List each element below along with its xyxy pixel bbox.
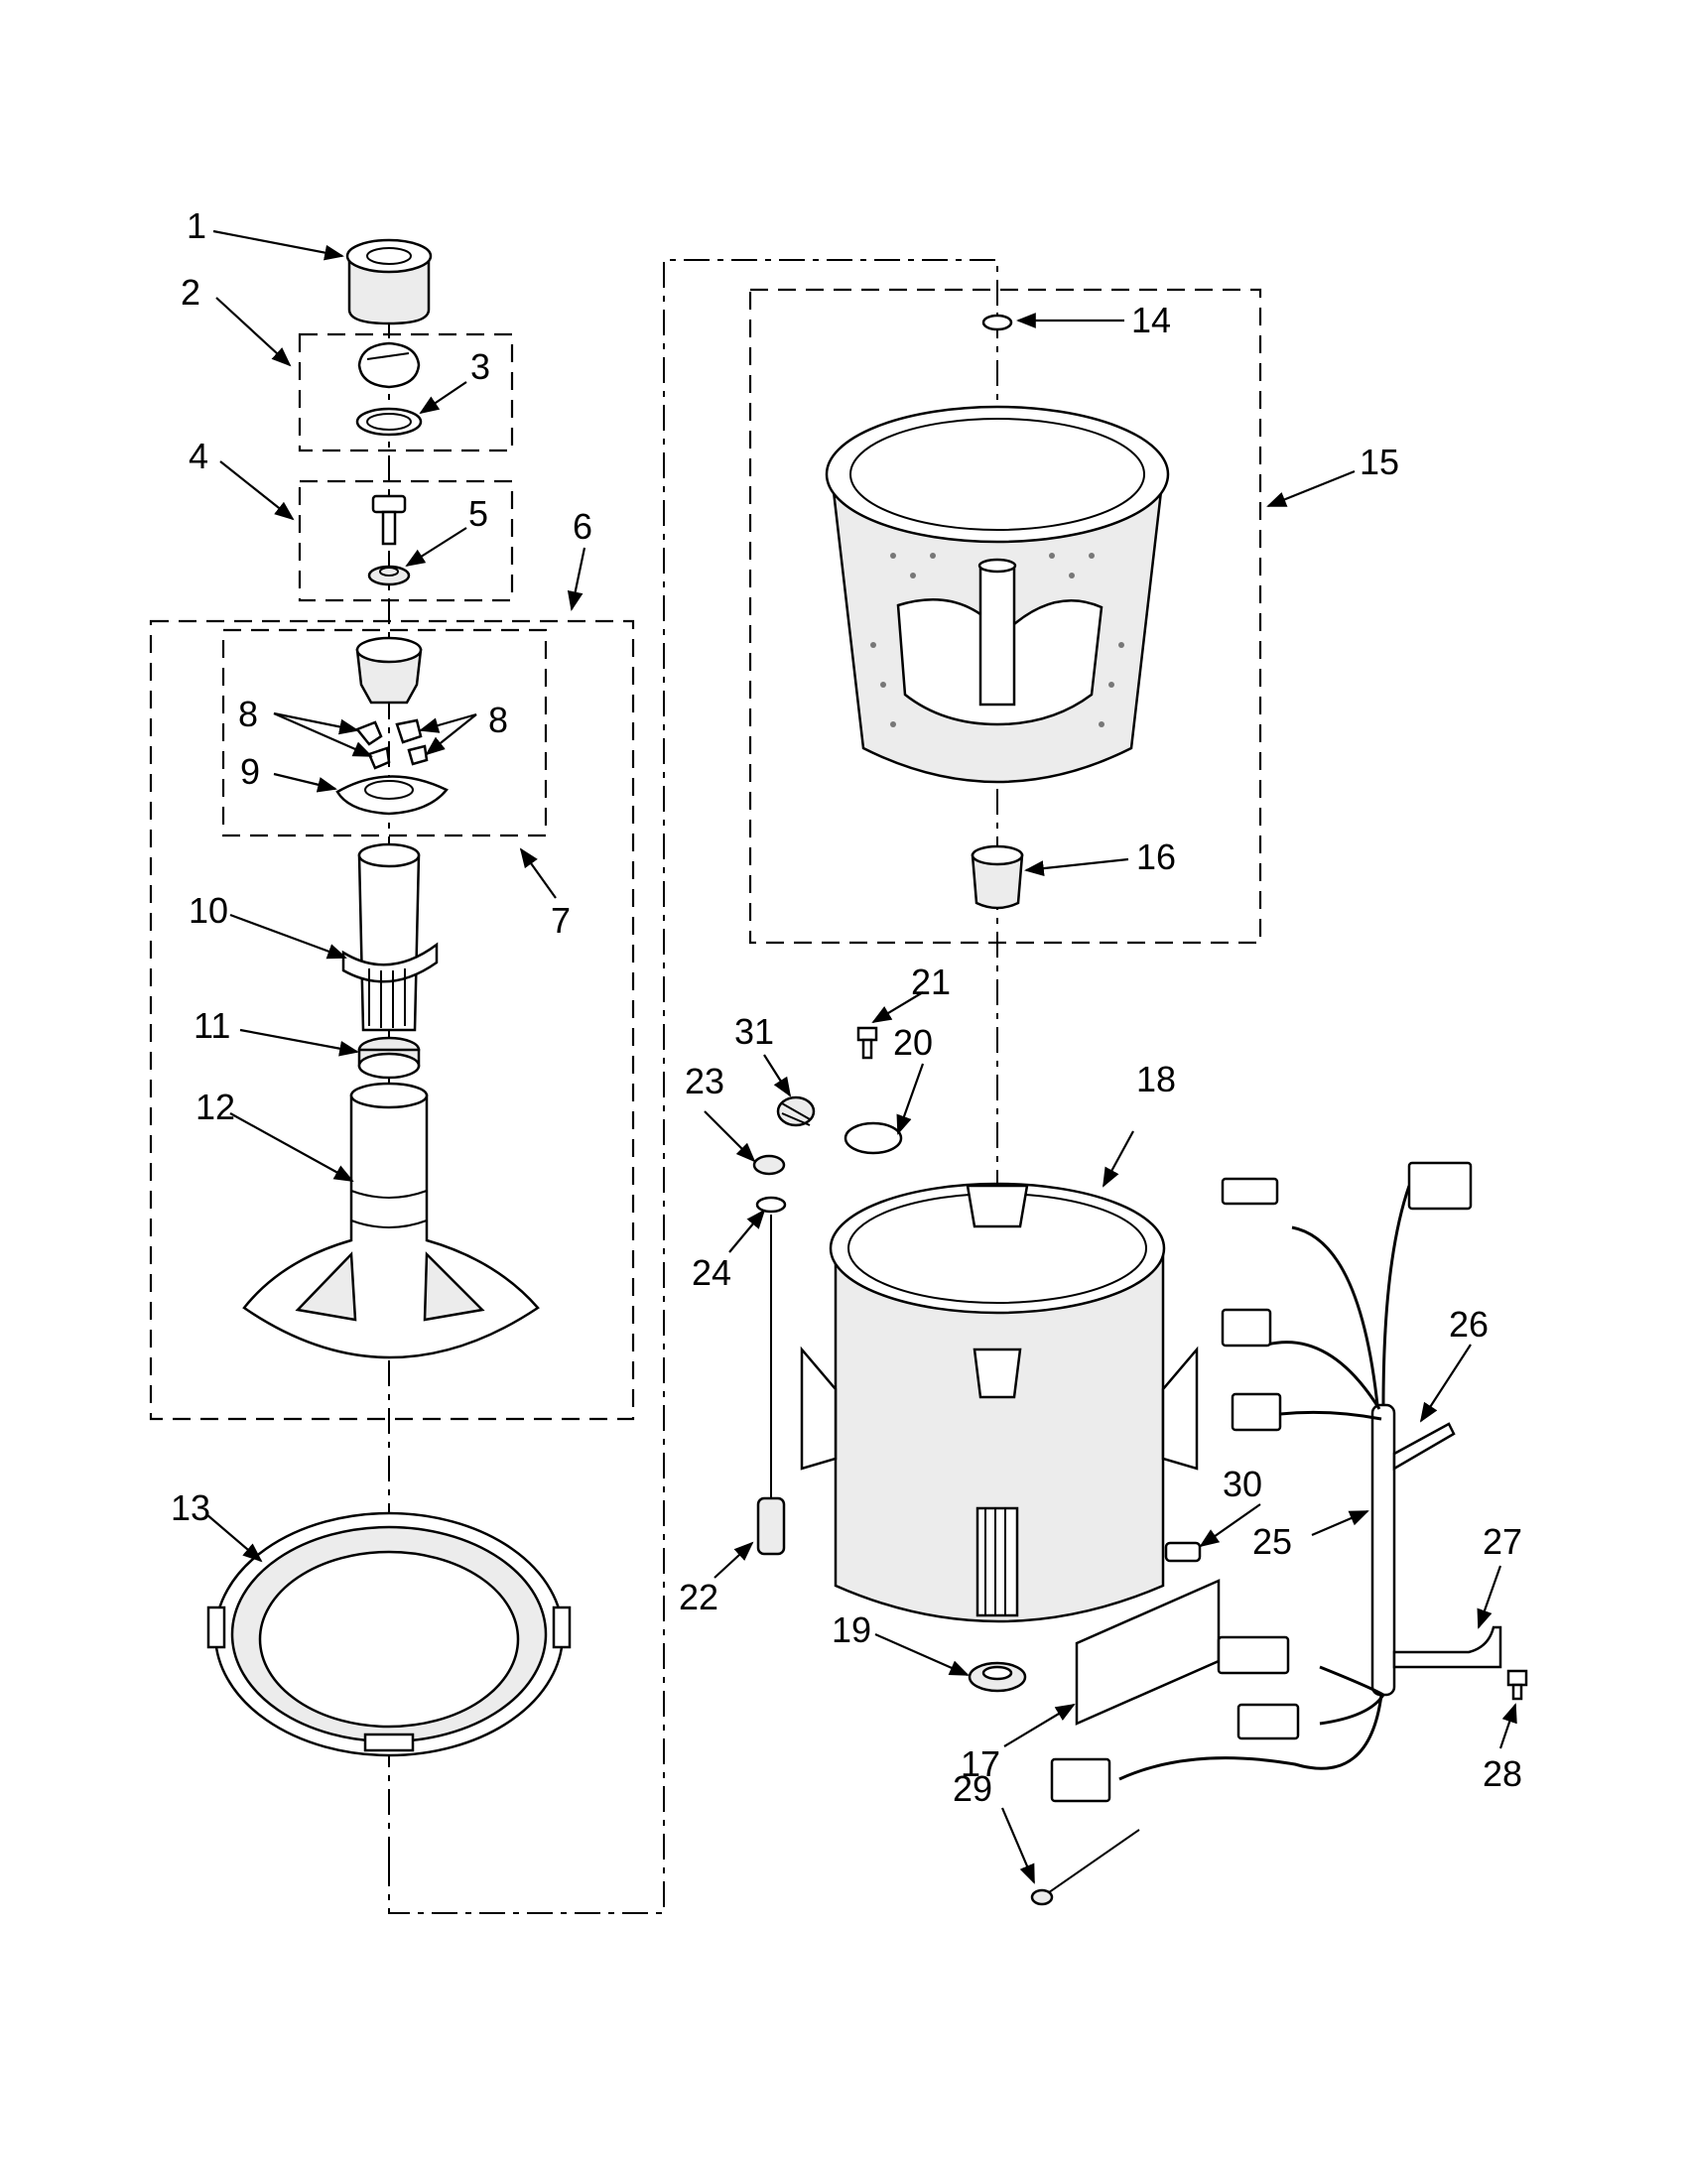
part-20-plate: [844, 1121, 903, 1155]
part-11-bearing: [357, 1036, 421, 1080]
label-2: 2: [181, 272, 200, 313]
label-15: 15: [1360, 442, 1399, 482]
group-box-2: [298, 332, 514, 452]
label-1: 1: [187, 205, 206, 246]
label-3: 3: [470, 346, 490, 387]
label-12: 12: [195, 1087, 235, 1127]
group-box-15: [748, 288, 1262, 945]
label-30: 30: [1223, 1464, 1262, 1504]
label-5: 5: [468, 493, 488, 534]
part-22-rod-damper: [756, 1215, 786, 1556]
group-box-7: [221, 628, 548, 837]
part-21-screw: [856, 1026, 878, 1060]
label-10: 10: [189, 890, 228, 931]
label-16: 16: [1136, 836, 1176, 877]
part-13-balance-ring: [206, 1511, 572, 1757]
part-29-tie: [1030, 1829, 1140, 1906]
label-4: 4: [189, 436, 208, 476]
part-16-drive-hub: [971, 844, 1024, 910]
part-9-cam: [335, 775, 449, 816]
label-29: 29: [953, 1768, 992, 1809]
part-14-nut: [981, 314, 1013, 331]
label-26: 26: [1449, 1304, 1489, 1345]
part-19-tub-seal: [968, 1661, 1027, 1693]
part-27-clip: [1392, 1625, 1502, 1669]
label-31: 31: [734, 1011, 774, 1052]
label-11: 11: [194, 1005, 230, 1046]
part-8-dogs: [354, 718, 429, 770]
label-28: 28: [1483, 1753, 1522, 1794]
label-8-right: 8: [488, 700, 508, 740]
part-31-spring: [776, 1095, 816, 1127]
leader-lines: [205, 229, 1517, 1884]
part-25-wire-harness: [1050, 1161, 1473, 1803]
label-13: 13: [171, 1487, 210, 1528]
part-1-agitator-cap: [345, 238, 433, 325]
part-15-wash-basket: [825, 405, 1170, 784]
label-21: 21: [911, 962, 951, 1002]
part-12-agitator-base: [242, 1082, 540, 1359]
label-24: 24: [692, 1252, 731, 1293]
label-23: 23: [685, 1061, 724, 1101]
part-30-fitting: [1164, 1541, 1202, 1563]
label-6: 6: [573, 506, 592, 547]
label-7: 7: [551, 900, 571, 941]
part-18-outer-tub: [800, 1182, 1199, 1623]
label-20: 20: [893, 1022, 933, 1063]
label-8-left: 8: [238, 694, 258, 734]
part-26-tube: [1392, 1422, 1456, 1472]
label-14: 14: [1131, 300, 1171, 340]
part-5-washer: [367, 565, 411, 586]
label-27: 27: [1483, 1521, 1522, 1562]
part-7-drive-block: [355, 636, 423, 705]
label-17: 17: [961, 1743, 1000, 1784]
part-10-agitator-auger: [341, 842, 439, 1032]
axis-connector: [388, 259, 998, 1914]
part-4-bolt: [371, 494, 407, 546]
label-9: 9: [240, 751, 260, 792]
part-28-screw: [1506, 1669, 1528, 1701]
label-19: 19: [832, 1609, 871, 1650]
part-2-cap-insert: [357, 341, 421, 389]
label-18: 18: [1136, 1059, 1176, 1099]
part-24-retainer: [755, 1196, 787, 1214]
label-22: 22: [679, 1577, 718, 1617]
part-23-cap: [752, 1154, 786, 1176]
label-25: 25: [1252, 1521, 1292, 1562]
